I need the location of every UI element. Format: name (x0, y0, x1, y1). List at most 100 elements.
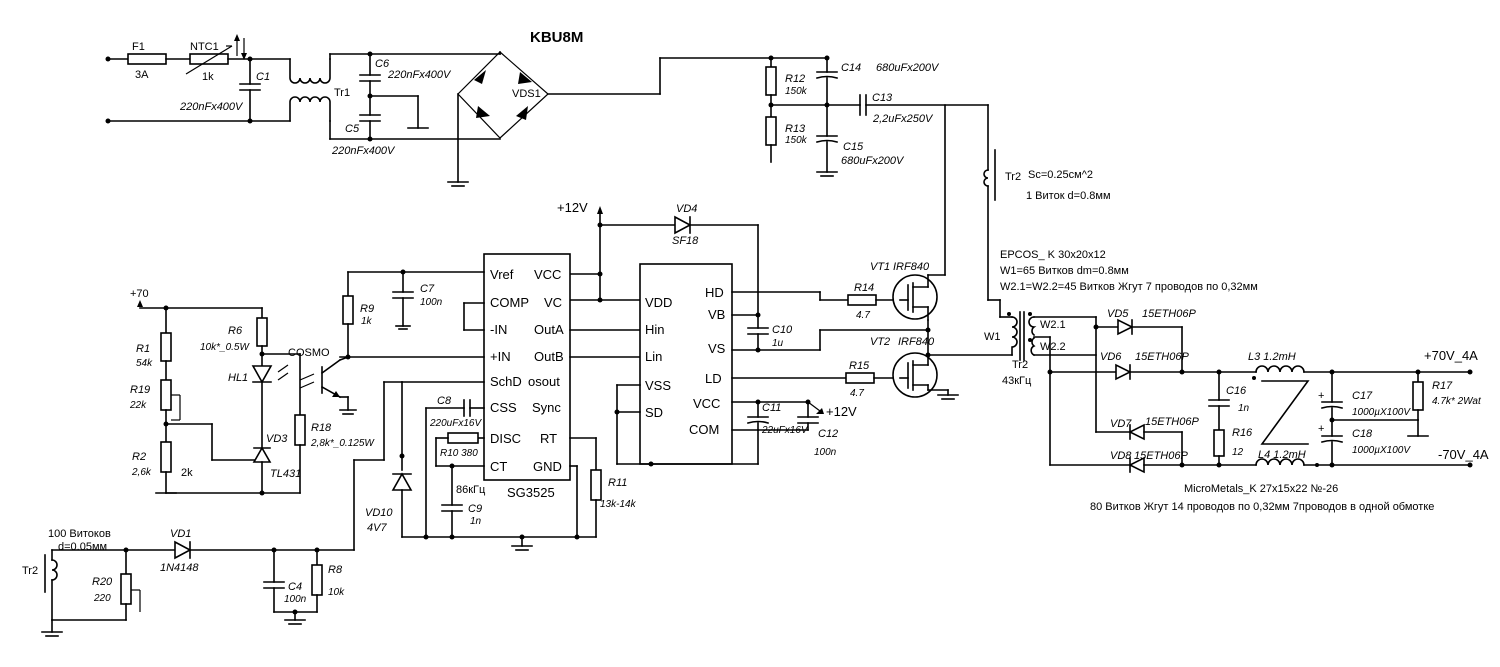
sg-pin-vc: VC (544, 295, 562, 310)
label-c10: C10 (772, 324, 793, 336)
label-vd1: VD1 (170, 528, 191, 540)
value-r14: 4.7 (856, 310, 870, 321)
label-r12: R12 (785, 73, 805, 85)
sg-name: SG3525 (507, 485, 555, 500)
label-ntc: NTC1 (190, 41, 219, 53)
label-r17: R17 (1432, 380, 1453, 392)
resistor-r15 (845, 372, 875, 384)
label-c7: C7 (420, 283, 435, 295)
resistor-r16 (1213, 429, 1225, 457)
label-c5: C5 (345, 123, 360, 135)
drv-pin-lin: Lin (645, 349, 662, 364)
mosfet-vt1 (892, 274, 938, 320)
value-c13: 2,2uFx250V (872, 113, 934, 125)
core-note-1: EPCOS_ K 30x20x12 (1000, 249, 1106, 261)
diode-vd1 (174, 540, 192, 560)
diode-vd6 (1115, 363, 1132, 381)
sg-pin-vcc: VCC (534, 267, 561, 282)
inductor-note-2: 80 Витков Жгут 14 проводов по 0,32мм 7пр… (1090, 501, 1434, 513)
bridge-title: KBU8M (530, 29, 583, 46)
resistor-r8 (311, 564, 323, 596)
resistor-r17 (1412, 381, 1424, 411)
value-r19: 22k (129, 400, 147, 411)
tr2-primary-w1 (1011, 316, 1018, 356)
label-r9: R9 (360, 303, 374, 315)
value-f1: 3A (135, 69, 149, 81)
sg3525-ic: Vref COMP -IN +IN SchD CSS DISC CT VCC V… (339, 253, 641, 551)
sense-turns: 100 Витоков (48, 528, 111, 540)
drv-pin-vss: VSS (645, 378, 671, 393)
value-vd4: SF18 (672, 235, 699, 247)
value-c18: 1000µX100V (1352, 445, 1411, 456)
label-c18: C18 (1352, 428, 1373, 440)
value-ntc: 1k (202, 71, 214, 83)
drv-pin-vdd: VDD (645, 295, 672, 310)
rail-out-neg: -70V_4A (1438, 447, 1489, 462)
c17-plus: + (1318, 390, 1324, 402)
driver-body (639, 263, 733, 465)
led-hl1 (251, 365, 273, 384)
ntc-thermistor (189, 53, 229, 65)
label-r6: R6 (228, 325, 243, 337)
resistor-r1 (160, 332, 172, 362)
value-r2: 2,6k (131, 467, 152, 478)
inductor-l4 (1255, 458, 1305, 466)
drv-pin-vb: VB (708, 307, 725, 322)
sg-pin-disc: DISC (490, 431, 521, 446)
value-c4: 100n (284, 594, 307, 605)
output-section: W1 W2.1 W2.2 Tr2 43кГц VD5 15ETH06P VD6 … (984, 308, 1489, 513)
drv-pin-hd: HD (705, 285, 724, 300)
core-note-3: W2.1=W2.2=45 Витков Жгут 7 проводов по 0… (1000, 281, 1258, 293)
resistor-r11 (590, 469, 602, 501)
label-vd4: VD4 (676, 203, 697, 215)
value-c8: 220uFx16V (429, 418, 482, 429)
value-c14: 680uFx200V (876, 62, 940, 74)
value-vd6: 15ETH06P (1135, 351, 1189, 363)
value-r13: 150k (785, 135, 808, 146)
drv-pin-sd: SD (645, 405, 663, 420)
input-section: F1 3A NTC1 1k C1 220nFx400V Tr1 C6 220nF… (105, 29, 661, 183)
label-c6: C6 (375, 58, 390, 70)
label-c15: C15 (843, 141, 864, 153)
label-r19: R19 (130, 384, 150, 396)
tr2-core-area: Sc=0.25см^2 (1028, 169, 1093, 181)
value-r1: 54k (136, 358, 153, 369)
resistor-r13 (765, 116, 777, 146)
label-l4: L4 1.2mH (1258, 449, 1306, 461)
sg-pin-inn: -IN (490, 322, 507, 337)
inductor-note-1: MicroMetals_K 27x15x22 №-26 (1184, 483, 1338, 495)
value-r16: 12 (1232, 447, 1244, 458)
value-c1: 220nFx400V (179, 101, 244, 113)
value-r12: 150k (785, 86, 808, 97)
label-tr2-sense: Tr2 (22, 565, 38, 577)
label-c4: C4 (288, 581, 302, 593)
feedback-section: +70 R1 54k R19 22k R2 2,6k 2k R6 10k*_0.… (129, 288, 375, 496)
label-l3: L3 1.2mH (1248, 351, 1296, 363)
drv-pin-vs: VS (708, 341, 726, 356)
sg-pin-outa: OutA (534, 322, 564, 337)
label-r15: R15 (849, 360, 870, 372)
bulk-section: R12 150k R13 150k C14 680uFx200V C15 680… (447, 55, 1258, 301)
diode-vd7 (1128, 423, 1145, 441)
value-c11: 22uFx16V (761, 425, 809, 436)
mosfet-section: VT1 IRF840 VT2 IRF840 (819, 104, 1013, 400)
drv-pin-hin: Hin (645, 322, 665, 337)
sg-pin-gnd: GND (533, 459, 562, 474)
mosfet-vt2 (892, 352, 938, 398)
rail-12v-driver: +12V (826, 404, 857, 419)
drv-pin-vcc: VCC (693, 396, 720, 411)
value-c12: 100n (814, 447, 837, 458)
value-r9: 1k (361, 316, 373, 327)
value-vd10: 4V7 (367, 522, 387, 534)
drv-pin-com: COM (689, 422, 719, 437)
sg-pin-sync: Sync (532, 400, 561, 415)
value-vd7: 15ETH06P (1145, 416, 1199, 428)
label-w21: W2.1 (1040, 319, 1066, 331)
sg-pin-outb: OutB (534, 349, 564, 364)
label-tr2-freq: 43кГц (1002, 375, 1032, 387)
c18-plus: + (1318, 423, 1324, 435)
label-r16: R16 (1232, 427, 1253, 439)
label-vt1: VT1 (870, 261, 890, 273)
value-r18: 2,8k*_0.125W (310, 438, 375, 449)
